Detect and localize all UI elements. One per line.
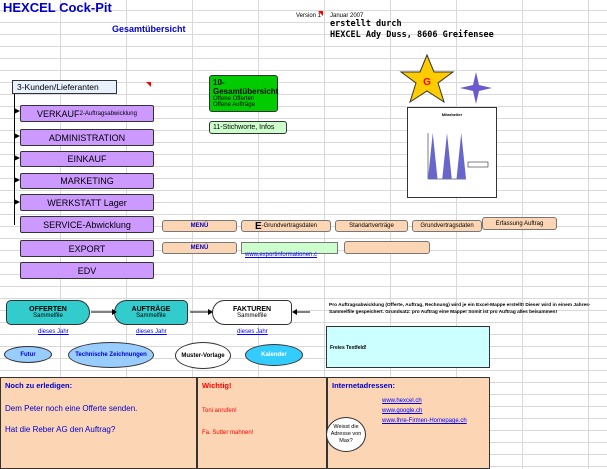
page-title: HEXCEL Cock-Pit bbox=[3, 0, 112, 15]
date-label: Januar 2007 bbox=[330, 13, 364, 19]
werkstatt-button[interactable]: WERKSTATT Lager bbox=[20, 194, 154, 211]
chart-title: Mitarbeiter bbox=[441, 112, 463, 117]
fakturen-title: FAKTUREN bbox=[232, 306, 272, 313]
overview-title: 10-Gesamtübersicht bbox=[213, 78, 279, 96]
overview-line1: Offene Offerten bbox=[213, 96, 255, 102]
administration-button[interactable]: ADMINISTRATION bbox=[20, 129, 154, 146]
marketing-button[interactable]: MARKETING bbox=[20, 173, 154, 189]
todo-panel[interactable]: Noch zu erledigen: Dem Peter noch eine O… bbox=[0, 377, 197, 469]
service-menu-button[interactable]: MENÜ bbox=[162, 220, 237, 232]
chart-legend bbox=[467, 161, 489, 168]
star-icon[interactable]: G bbox=[397, 53, 457, 105]
grundvertrag-e-button[interactable]: E-Grundvertragsdaten bbox=[241, 220, 331, 232]
flow-note: Pro Auftragsabwicklung (Offerte, Auftrag… bbox=[329, 303, 591, 315]
offerten-sub: Sammelfile bbox=[33, 313, 63, 319]
fakturen-sub: Sammelfile bbox=[237, 313, 267, 319]
auftraege-year-link[interactable]: dieses Jahr bbox=[136, 329, 167, 335]
calendar-button[interactable]: Kalender bbox=[245, 344, 303, 366]
free-text-box[interactable]: Freies Textfeld! bbox=[326, 326, 490, 368]
grundvertrag-button[interactable]: Grundvertragsdaten bbox=[412, 220, 482, 232]
offerten-year-link[interactable]: dieses Jahr bbox=[38, 329, 69, 335]
important-line2: Fa. Sutter mahnen! bbox=[202, 430, 254, 436]
chart-frame[interactable]: Mitarbeiter bbox=[407, 107, 497, 198]
export-blank-button[interactable] bbox=[344, 241, 430, 254]
created-by-label: erstellt durch bbox=[330, 19, 402, 29]
erfassung-button[interactable]: Erfassung Auftrag bbox=[482, 217, 557, 230]
edv-button[interactable]: EDV bbox=[20, 262, 154, 279]
link-hexcel[interactable]: www.hexcel.ch bbox=[382, 398, 422, 404]
standard-contracts-button[interactable]: Standartverträge bbox=[335, 220, 408, 232]
einkauf-button[interactable]: EINKAUF bbox=[20, 151, 154, 167]
keywords-button[interactable]: 11-Stichworte, Infos bbox=[209, 121, 287, 134]
auftraege-sub: Sammelfile bbox=[136, 313, 166, 319]
author-label: HEXCEL Ady Duss, 8606 Greifensee bbox=[330, 30, 494, 40]
technical-drawings-button[interactable]: Technische Zeichnungen bbox=[68, 342, 154, 368]
verkauf-label: VERKAUF bbox=[37, 108, 80, 119]
customers-button[interactable]: 3-Kunden/Lieferanten bbox=[12, 80, 117, 94]
overview-subtitle: Gesamtübersicht bbox=[112, 24, 186, 34]
service-button[interactable]: SERVICE-Abwicklung bbox=[20, 216, 154, 233]
auftraege-title: AUFTRÄGE bbox=[131, 306, 171, 313]
template-button[interactable]: Muster-Vorlage bbox=[175, 342, 231, 369]
comment-marker bbox=[146, 82, 151, 87]
overview-button[interactable]: 10-Gesamtübersicht Offene Offerten Offen… bbox=[209, 75, 278, 112]
star-letter: G bbox=[423, 77, 431, 88]
export-link-cell[interactable]: www.exportinformationen.c bbox=[241, 242, 338, 258]
important-title: Wichtig! bbox=[202, 381, 232, 390]
todo-title: Noch zu erledigen: bbox=[5, 381, 73, 390]
export-link[interactable]: www.exportinformationen.c bbox=[245, 252, 318, 258]
e-letter: E bbox=[254, 220, 262, 232]
internet-panel[interactable]: Internetadressen: www.hexcel.ch www.goog… bbox=[327, 377, 490, 469]
sparkle-icon bbox=[460, 72, 492, 104]
overview-line2: Offene Aufträge bbox=[213, 102, 255, 108]
offerten-title: OFFERTEN bbox=[29, 306, 67, 313]
verkauf-sub: 2-Auftragsabwicklung bbox=[79, 110, 137, 117]
tree-arrows bbox=[14, 108, 20, 205]
comment-marker bbox=[318, 11, 323, 16]
internet-title: Internetadressen: bbox=[332, 381, 395, 390]
important-panel[interactable]: Wichtig! Toni anrufen! Fa. Sutter mahnen… bbox=[197, 377, 327, 469]
link-homepage[interactable]: www.Ihre-Firmen-Homepage.ch bbox=[382, 418, 467, 424]
important-line1: Toni anrufen! bbox=[202, 408, 237, 414]
version-label: Version 1 bbox=[296, 13, 322, 19]
link-google[interactable]: www.google.ch bbox=[382, 408, 423, 414]
chart-plot bbox=[427, 133, 489, 180]
address-bubble[interactable]: Weisst die Adresse von Max? bbox=[326, 417, 366, 452]
export-menu-button[interactable]: MENÜ bbox=[162, 242, 237, 254]
fakturen-year-link[interactable]: dieses Jahr bbox=[237, 329, 268, 335]
export-button[interactable]: EXPORT bbox=[20, 240, 154, 257]
todo-line2: Hat die Reber AG den Auftrag? bbox=[5, 425, 116, 434]
e-text: -Grundvertragsdaten bbox=[261, 223, 318, 229]
futur-button[interactable]: Futur bbox=[4, 346, 52, 363]
todo-line1: Dem Peter noch eine Offerte senden. bbox=[5, 404, 138, 413]
flow-arrows bbox=[91, 309, 310, 315]
chart-area-series bbox=[428, 133, 466, 179]
